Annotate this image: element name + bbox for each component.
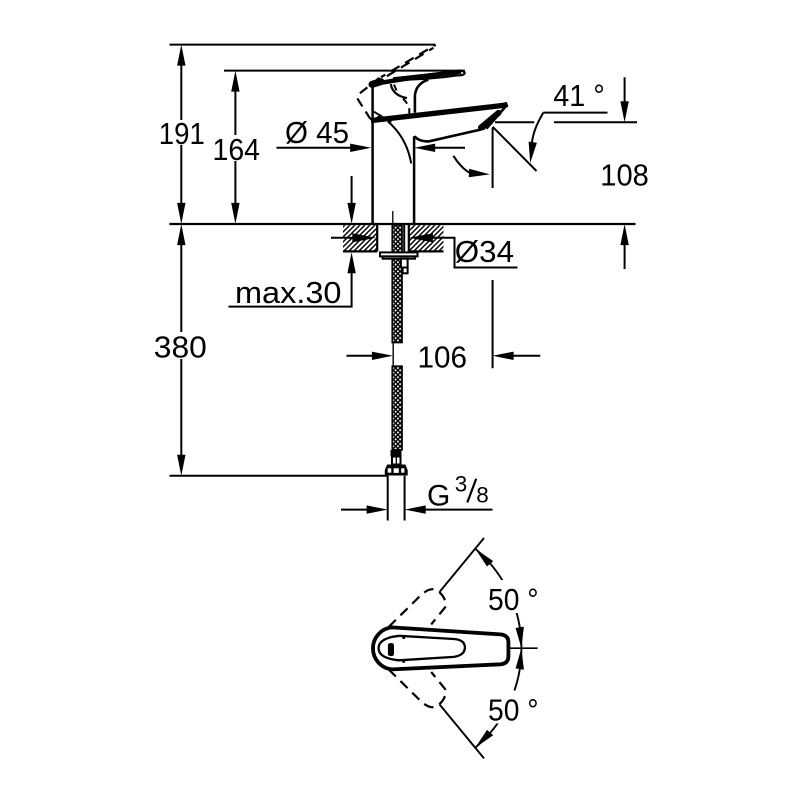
svg-text:Ø 45: Ø 45 [285,115,349,150]
svg-text:41 °: 41 ° [553,78,605,113]
svg-text:191: 191 [159,116,205,151]
svg-text:50 °: 50 ° [488,693,539,728]
svg-text:164: 164 [213,132,261,167]
svg-text:50 °: 50 ° [488,582,539,617]
svg-text:max.30: max.30 [235,275,342,310]
svg-text:G: G [427,480,450,513]
svg-text:106: 106 [418,339,468,374]
svg-text:380: 380 [154,329,207,364]
svg-text:8: 8 [476,483,489,508]
svg-text:Ø34: Ø34 [455,234,514,269]
svg-text:108: 108 [600,157,649,192]
svg-text:3: 3 [455,472,468,497]
